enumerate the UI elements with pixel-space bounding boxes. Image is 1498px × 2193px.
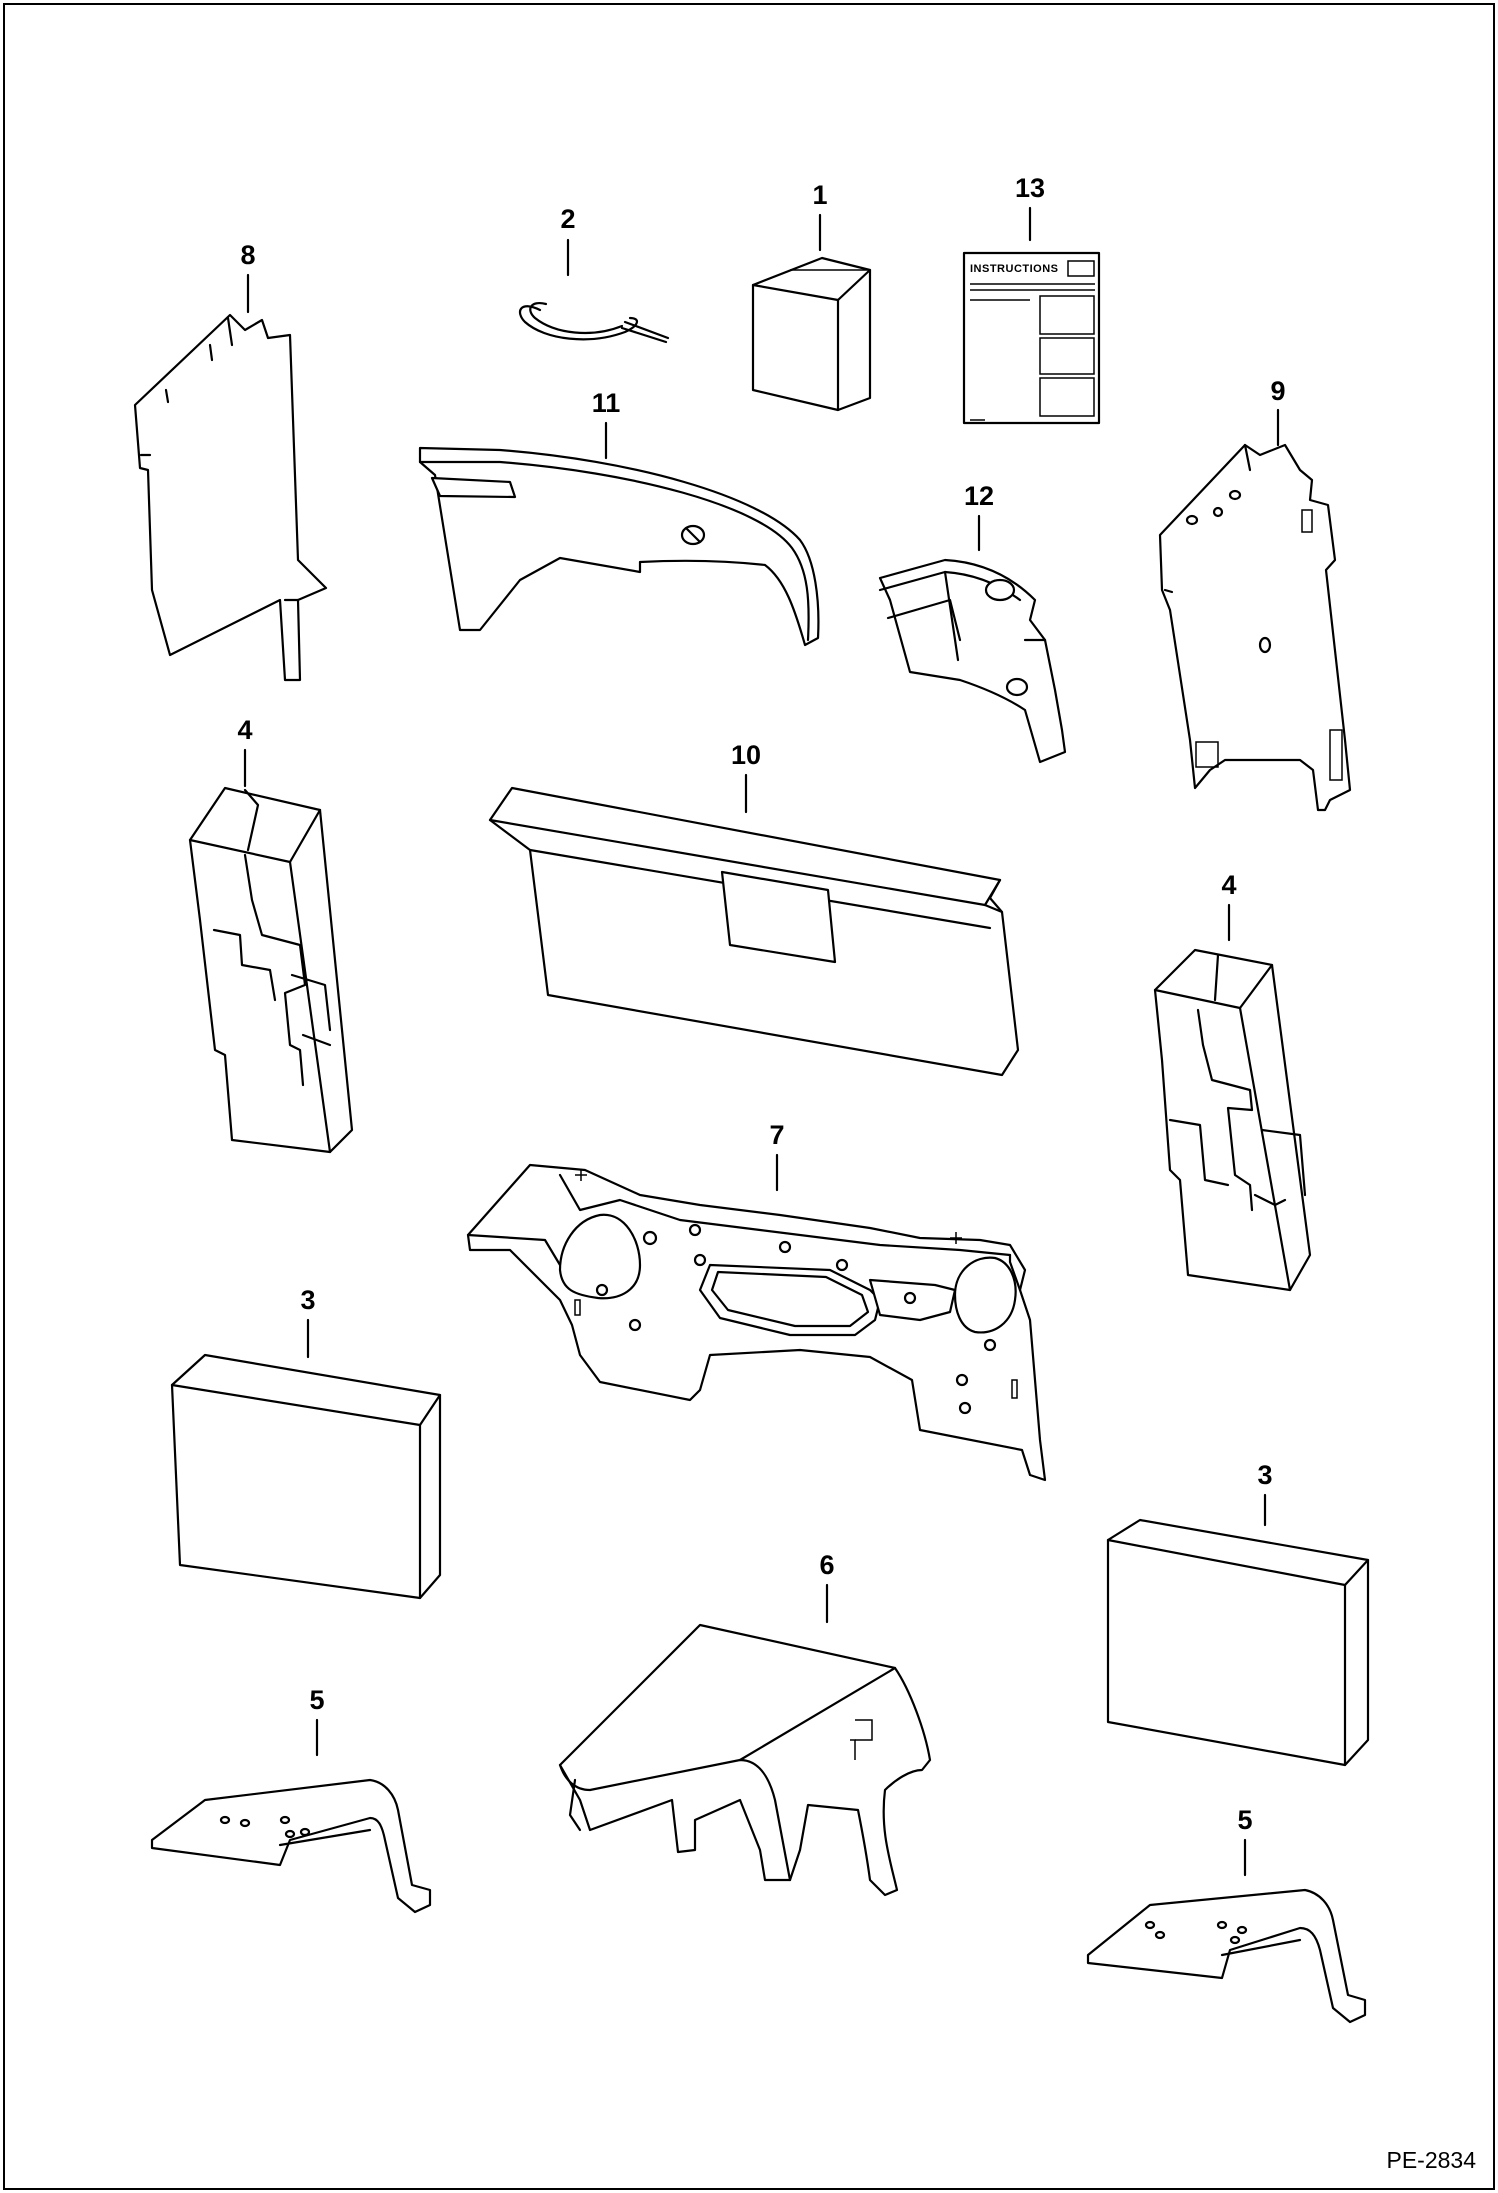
part-4-foam-block-left: [188, 786, 354, 1154]
page-border: [3, 3, 1495, 2190]
callout-4-left: 4: [237, 715, 252, 745]
part-1-block: [751, 256, 872, 412]
part-8-side-panel: [133, 313, 328, 682]
callout-5-right: 5: [1237, 1805, 1252, 1835]
part-12-corner-panel: [878, 558, 1067, 764]
part-5-bracket-right: [1086, 1888, 1367, 2024]
callout-2: 2: [560, 204, 575, 234]
part-7-firewall-panel: [466, 1163, 1047, 1482]
callout-12: 12: [964, 481, 994, 511]
callout-numbers: 1 2 13 8 11 12 9 4 10 4 7 3 3 6 5 5: [237, 173, 1285, 1835]
part-13-instruction-sheet: INSTRUCTIONS: [962, 251, 1101, 425]
part-10-large-panel: [488, 786, 1020, 1077]
part-5-bracket-left: [150, 1778, 432, 1914]
callout-10: 10: [731, 740, 761, 770]
part-3-foam-block-right: [1106, 1518, 1370, 1767]
part-11-curved-panel: [418, 446, 820, 647]
part-3-foam-block-left: [170, 1353, 442, 1600]
part-9-side-panel: [1158, 443, 1352, 812]
leader-lines: [243, 206, 1280, 1877]
figure-code: PE-2834: [1386, 2147, 1476, 2173]
callout-3-left: 3: [300, 1285, 315, 1315]
callout-6: 6: [819, 1550, 834, 1580]
part-4-foam-block-right: [1153, 948, 1312, 1292]
part-6-cover: [558, 1623, 932, 1897]
callout-5-left: 5: [309, 1685, 324, 1715]
callout-9: 9: [1270, 376, 1285, 406]
instructions-title: INSTRUCTIONS: [970, 263, 1059, 275]
callout-7: 7: [769, 1120, 784, 1150]
callout-3-right: 3: [1257, 1460, 1272, 1490]
callout-1: 1: [812, 180, 827, 210]
callout-8: 8: [240, 240, 255, 270]
callout-13: 13: [1015, 173, 1045, 203]
callout-11: 11: [592, 388, 621, 418]
callout-4-right: 4: [1221, 870, 1236, 900]
part-2-cable-tie: [518, 302, 670, 344]
